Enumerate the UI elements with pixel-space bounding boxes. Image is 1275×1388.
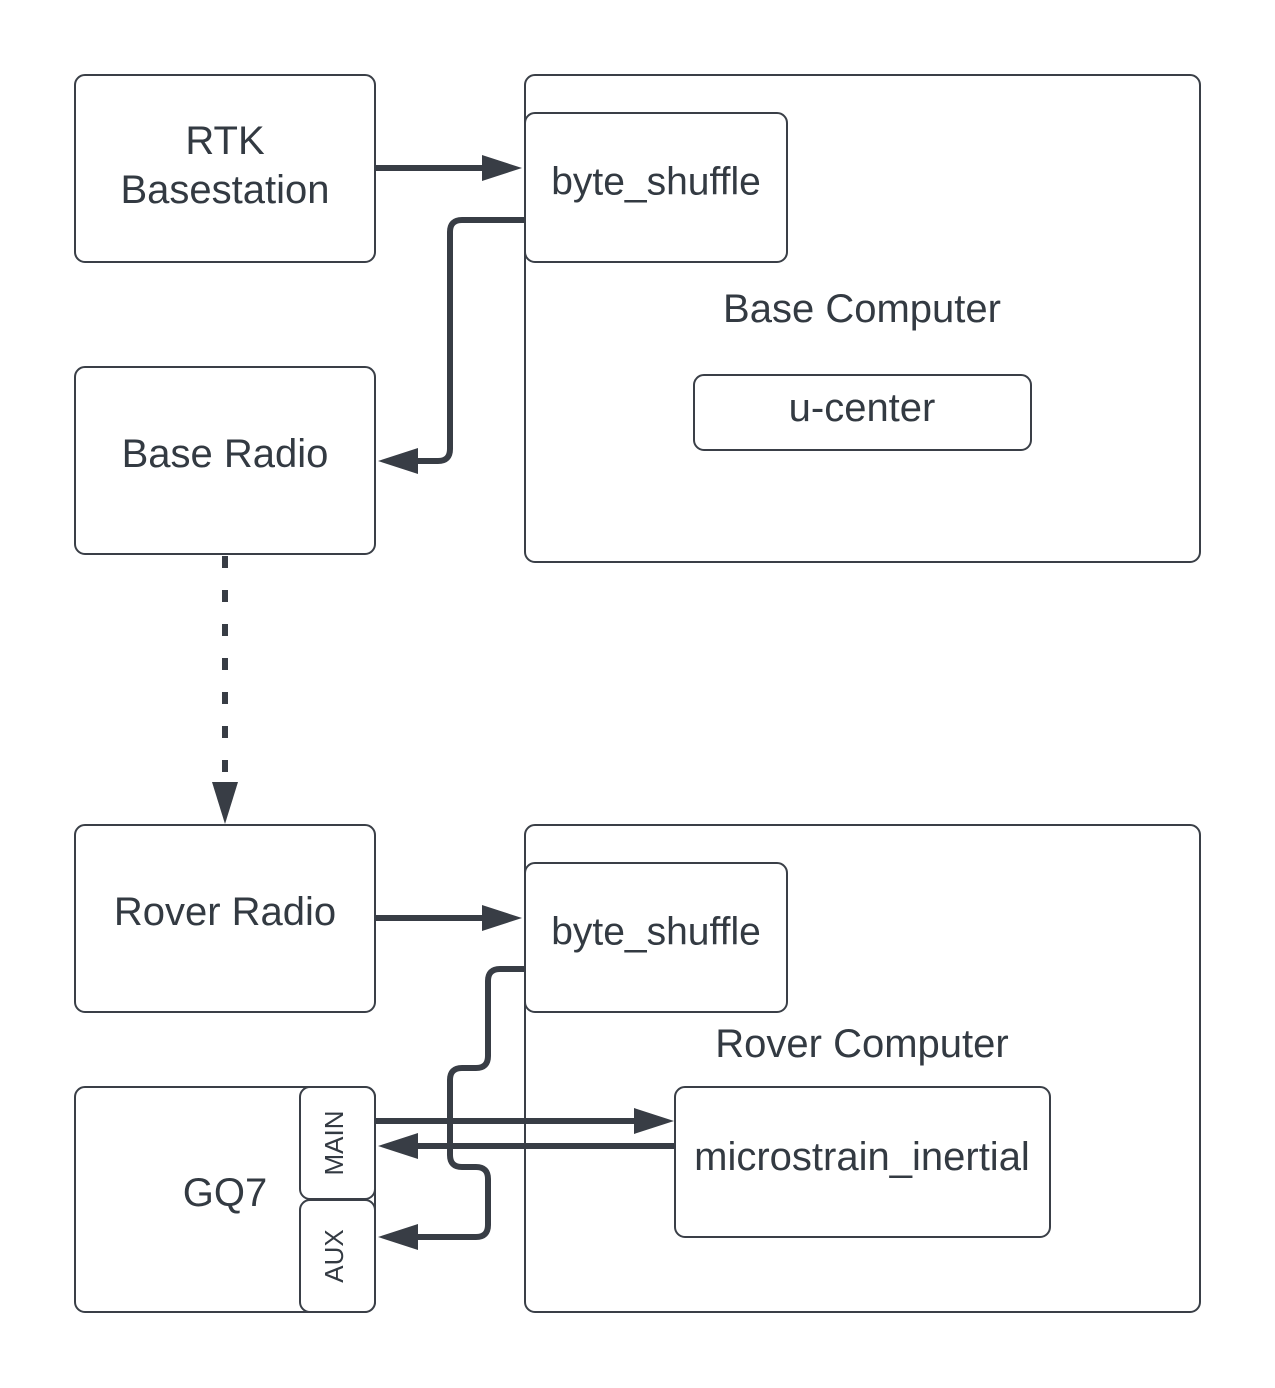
arrow-base-byte-shuffle-to-base-radio [378, 217, 525, 474]
rover-computer-label: Rover Computer [715, 1022, 1008, 1066]
base-radio-box[interactable] [74, 366, 376, 555]
rover-byte-shuffle-box[interactable] [524, 862, 788, 1013]
base-byte-shuffle-label: byte_shuffle [551, 161, 761, 204]
base-byte-shuffle-box[interactable] [524, 112, 788, 263]
microstrain-inertial-box[interactable] [674, 1086, 1051, 1238]
gq7-aux-port-label: AUX [319, 1229, 349, 1282]
base-computer-label: Base Computer [723, 287, 1001, 331]
rtk-basestation-label-line2: Basestation [120, 168, 329, 212]
arrow-microstrain-to-gq7-main [378, 1133, 675, 1159]
base-radio-label: Base Radio [122, 432, 329, 476]
arrow-rtk-to-base-byte-shuffle [375, 155, 522, 181]
rover-byte-shuffle-label: byte_shuffle [551, 911, 761, 954]
u-center-box[interactable] [693, 374, 1032, 451]
gq7-aux-port-box[interactable] [299, 1199, 376, 1313]
rover-radio-label: Rover Radio [114, 890, 336, 934]
gq7-main-port-label: MAIN [319, 1111, 349, 1176]
microstrain-inertial-label: microstrain_inertial [694, 1135, 1030, 1179]
arrow-rover-radio-to-rover-byte-shuffle [375, 905, 522, 931]
gq7-label: GQ7 [183, 1171, 267, 1215]
u-center-label: u-center [789, 386, 936, 430]
arrow-rover-byte-shuffle-to-gq7-aux [378, 966, 525, 1250]
rtk-basestation-label-line1: RTK [185, 119, 265, 163]
arrow-gq7-main-to-microstrain [375, 1108, 674, 1134]
arrow-base-radio-to-rover-radio-dashed [212, 556, 238, 824]
